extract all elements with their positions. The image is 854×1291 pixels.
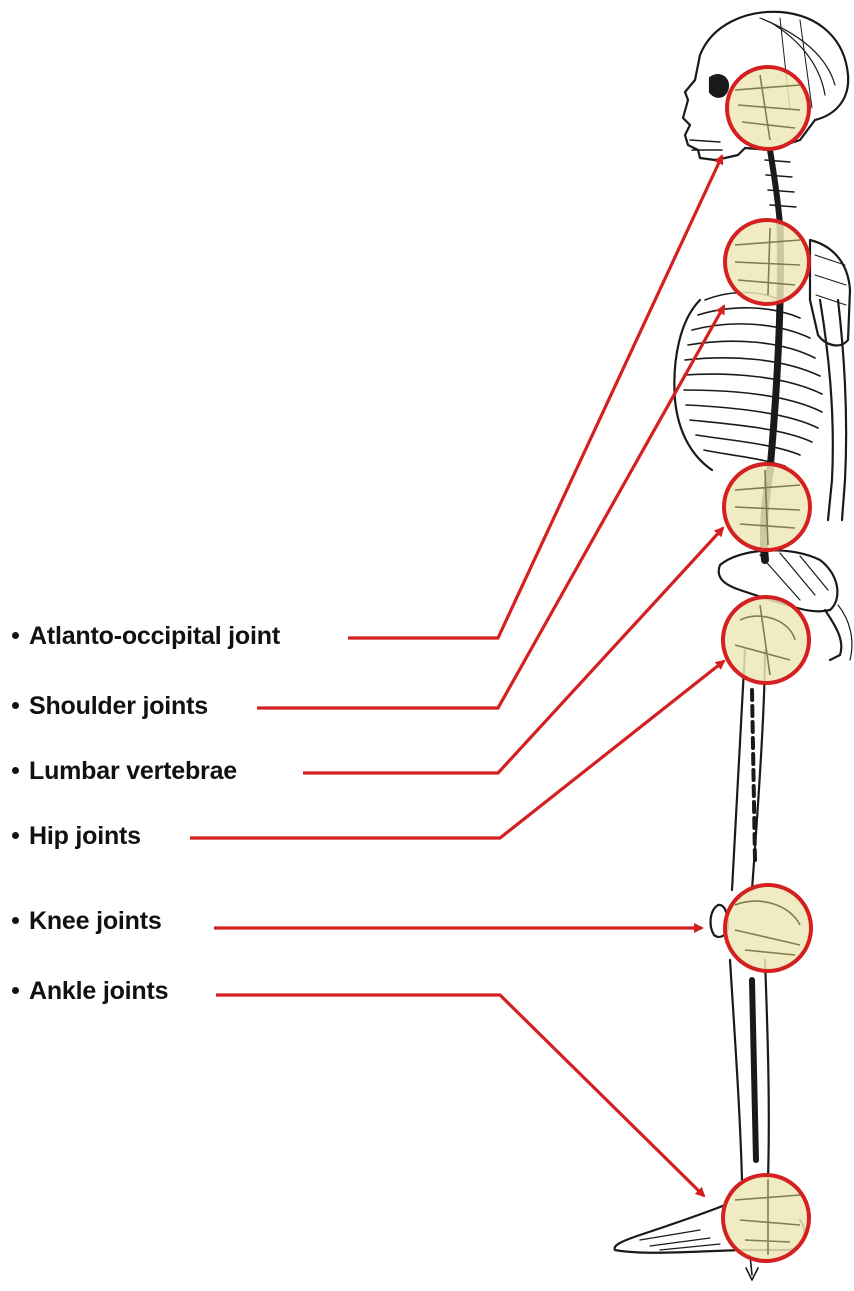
- label-text: Atlanto-occipital joint: [29, 622, 280, 650]
- label-text: Shoulder joints: [29, 692, 208, 720]
- label-atlanto-occipital: Atlanto-occipital joint: [12, 622, 280, 651]
- circle-knee: [725, 885, 811, 971]
- label-ankle: Ankle joints: [12, 977, 168, 1006]
- bullet-icon: [12, 832, 19, 839]
- arrow-hip: [190, 661, 724, 838]
- label-text: Hip joints: [29, 822, 141, 850]
- arrow-atlanto-occipital: [348, 156, 722, 638]
- leader-arrows: [190, 156, 724, 1196]
- arrow-ankle: [216, 995, 704, 1196]
- bullet-icon: [12, 632, 19, 639]
- label-text: Ankle joints: [29, 977, 168, 1005]
- arrow-lumbar: [303, 528, 723, 773]
- label-text: Lumbar vertebrae: [29, 757, 237, 785]
- label-text: Knee joints: [29, 907, 162, 935]
- bullet-icon: [12, 702, 19, 709]
- label-hip: Hip joints: [12, 822, 141, 851]
- joint-circles: [723, 67, 811, 1261]
- label-knee: Knee joints: [12, 907, 162, 936]
- bullet-icon: [12, 917, 19, 924]
- bullet-icon: [12, 987, 19, 994]
- circle-hip: [723, 597, 809, 683]
- label-shoulder: Shoulder joints: [12, 692, 208, 721]
- bullet-icon: [12, 767, 19, 774]
- arrow-shoulder: [257, 306, 724, 708]
- circle-ankle: [723, 1175, 809, 1261]
- label-lumbar: Lumbar vertebrae: [12, 757, 237, 786]
